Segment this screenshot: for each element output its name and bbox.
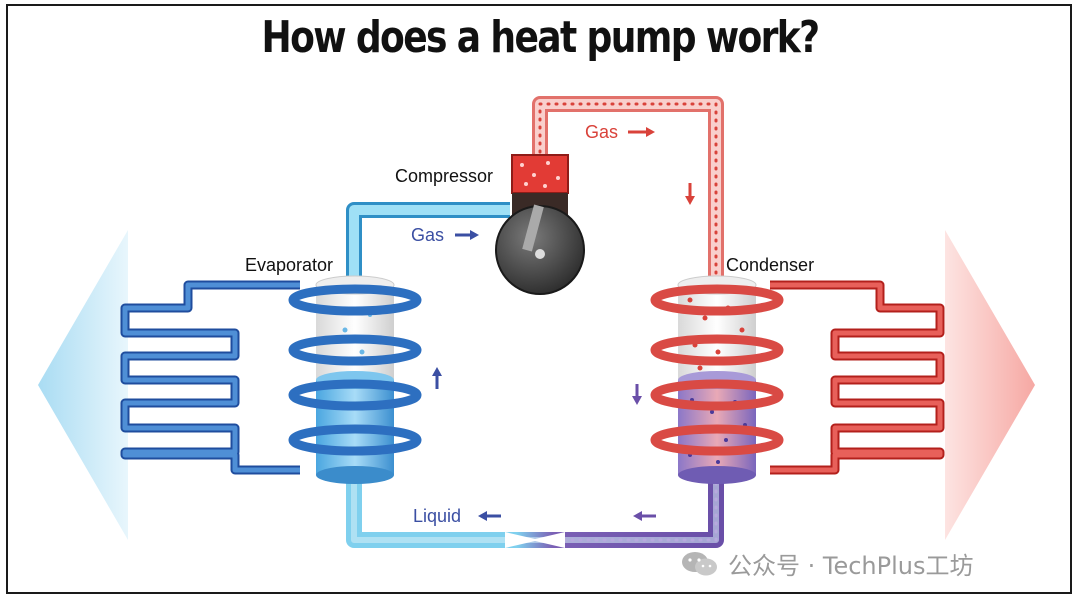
- cold-air-arrow: [38, 230, 128, 540]
- diagram-title: How does a heat pump work?: [261, 12, 821, 63]
- gas-label-cold: Gas: [411, 225, 445, 245]
- liquid-pipe: [346, 480, 724, 548]
- evaporator-coil: [288, 284, 422, 456]
- evaporator-label: Evaporator: [245, 255, 334, 275]
- flow-arrow-bottom-right: [633, 511, 656, 521]
- expansion-valve: [505, 532, 565, 548]
- flow-arrow-down-condenser: [632, 384, 642, 405]
- flow-arrow-down-right: [685, 183, 695, 205]
- condenser-label: Condenser: [726, 255, 815, 275]
- watermark-text: 公众号 · TechPlus工坊: [728, 552, 974, 580]
- warm-air-arrow: [945, 230, 1035, 540]
- wechat-icon: [682, 551, 717, 575]
- diagram-frame: [6, 4, 1072, 594]
- suction-gas-pipe: [346, 202, 510, 285]
- liquid-label: Liquid: [413, 506, 462, 526]
- compressor-unit: [495, 154, 585, 295]
- flow-arrow-gas-left: [455, 230, 479, 240]
- watermark: 公众号 · TechPlus工坊: [680, 546, 974, 581]
- flow-arrow-gas-top: [628, 127, 655, 137]
- flow-arrow-up-left: [432, 367, 442, 389]
- compressor-label: Compressor: [395, 166, 494, 186]
- condenser-coil: [650, 284, 784, 456]
- gas-label-hot: Gas: [585, 122, 619, 142]
- flow-arrow-liquid: [478, 511, 501, 521]
